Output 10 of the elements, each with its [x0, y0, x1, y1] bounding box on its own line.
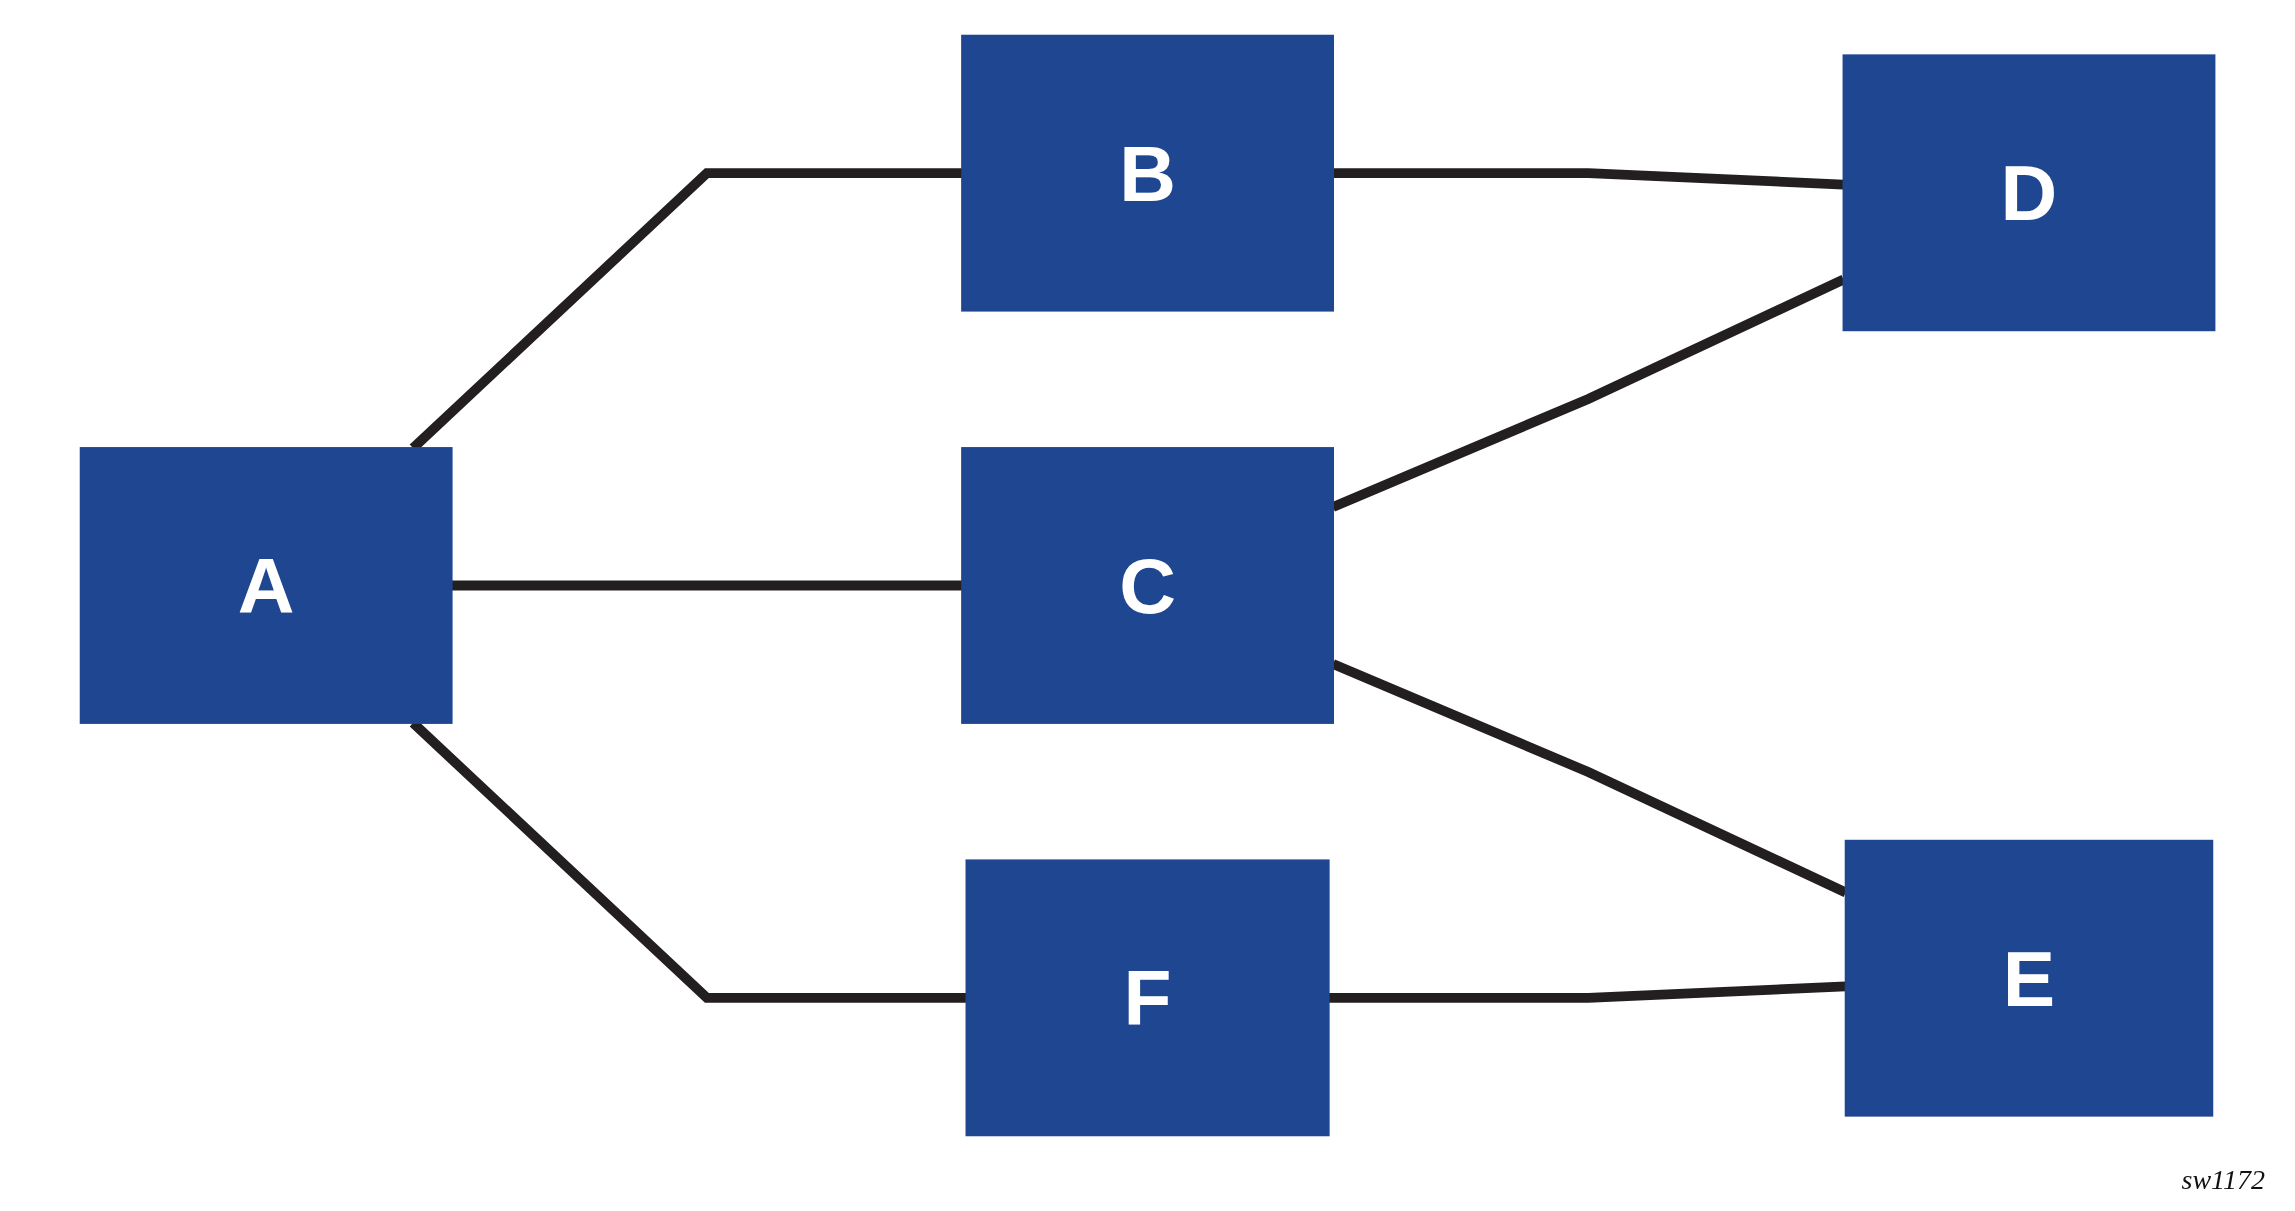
- node-box: D: [1842, 54, 2216, 332]
- node-box: A: [79, 447, 453, 724]
- connector: [1332, 168, 1844, 190]
- node-box: E: [1844, 839, 2214, 1117]
- node-box: F: [965, 859, 1330, 1137]
- node-box: B: [961, 34, 1334, 312]
- figure-id: sw1172: [2181, 1164, 2265, 1196]
- connector: [451, 580, 963, 591]
- connector: [1328, 981, 1846, 1003]
- node-box: C: [961, 447, 1334, 724]
